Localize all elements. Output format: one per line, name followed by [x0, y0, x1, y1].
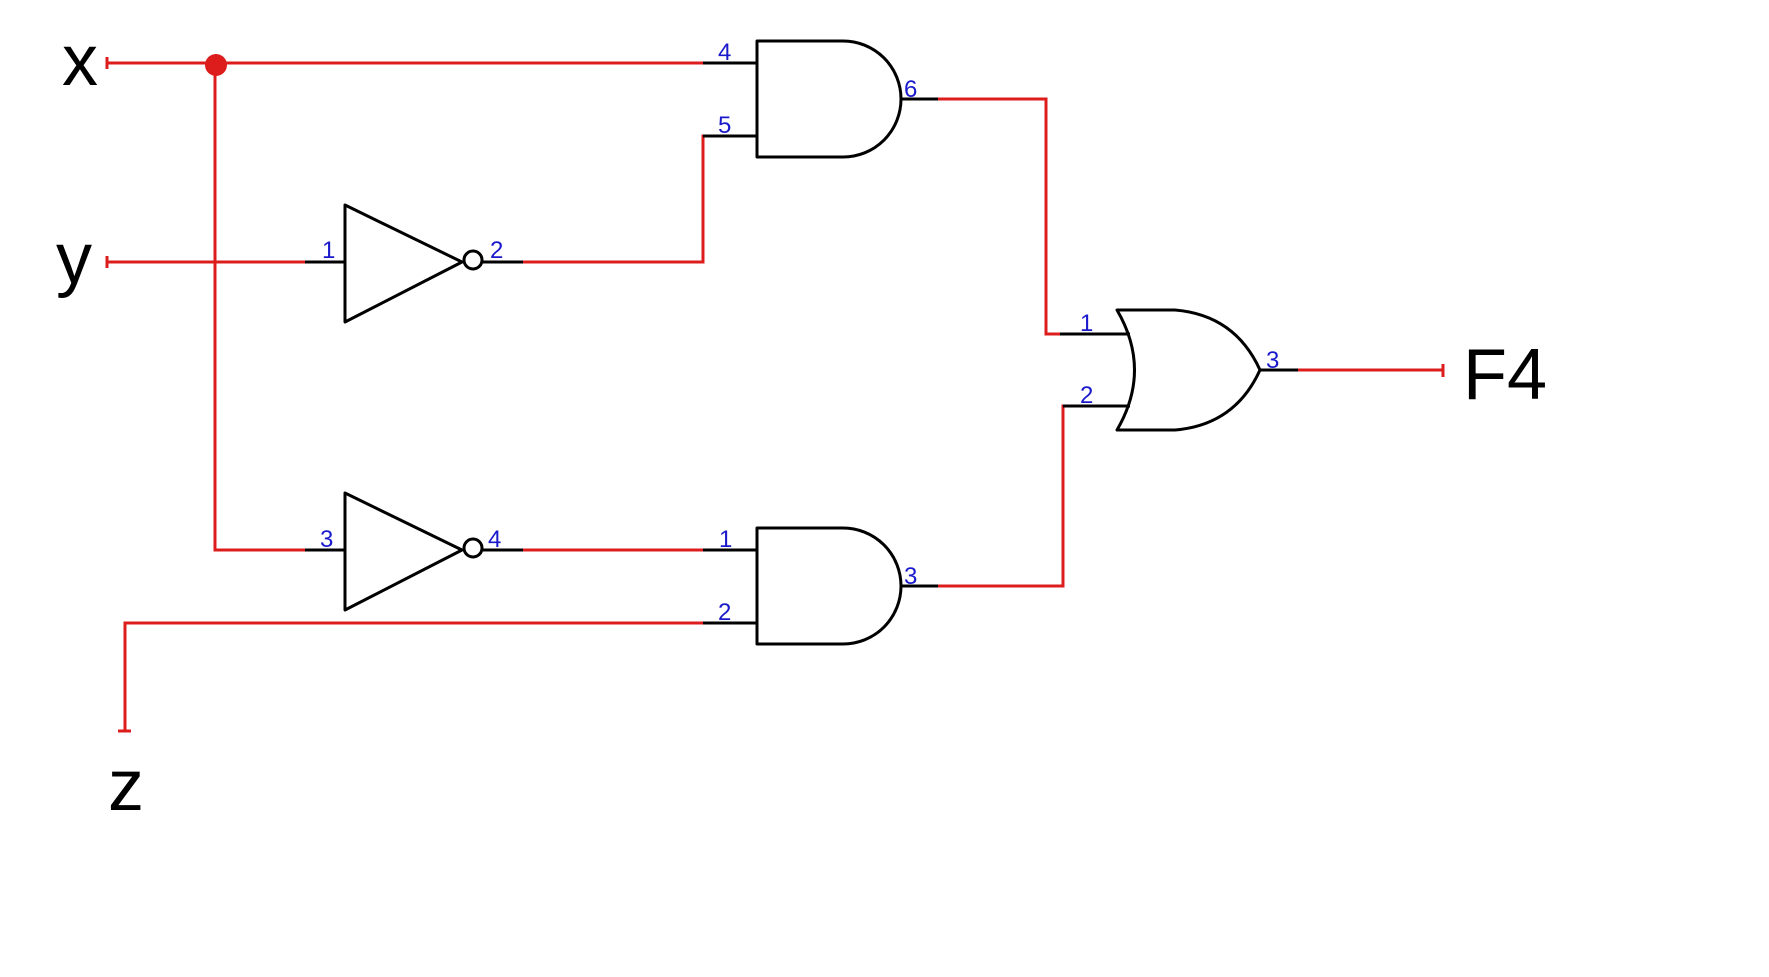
output-label-f4: F4 — [1463, 335, 1547, 415]
input-label-x: x — [62, 21, 98, 101]
pin-label: 3 — [904, 563, 917, 590]
pin-label: 1 — [322, 237, 335, 264]
pin-label: 6 — [904, 76, 917, 103]
pin-label: 4 — [718, 39, 731, 66]
pin-label: 1 — [719, 526, 732, 553]
junction-dot — [205, 54, 227, 76]
wire-not-top-to-and-top — [521, 134, 705, 264]
pin-label: 2 — [718, 599, 731, 626]
pin-label: 1 — [1080, 310, 1093, 337]
pin-label: 2 — [490, 237, 503, 264]
wires — [105, 61, 1445, 733]
pin-label: 5 — [718, 112, 731, 139]
pin-label: 2 — [1080, 382, 1093, 409]
wire-z-to-and-bottom — [123, 621, 705, 733]
inverter-bubble — [462, 537, 484, 559]
input-label-y: y — [56, 219, 92, 299]
not-gate-top — [343, 203, 484, 324]
not-gate-bottom — [343, 491, 484, 612]
pin-label: 3 — [1266, 347, 1279, 374]
pin-labels: 1 2 3 4 4 5 6 1 2 3 1 2 3 — [320, 39, 1279, 626]
pin-stubs — [305, 61, 1298, 625]
input-label-z: z — [108, 746, 144, 826]
and-gate-bottom — [755, 526, 903, 646]
and-gate-top — [755, 39, 903, 159]
or-gate — [1115, 308, 1262, 432]
pin-label: 4 — [488, 526, 501, 553]
wire-and-bottom-to-or — [936, 404, 1065, 588]
wire-and-top-to-or — [936, 97, 1062, 336]
pin-label: 3 — [320, 526, 333, 553]
inverter-bubble — [462, 249, 484, 271]
